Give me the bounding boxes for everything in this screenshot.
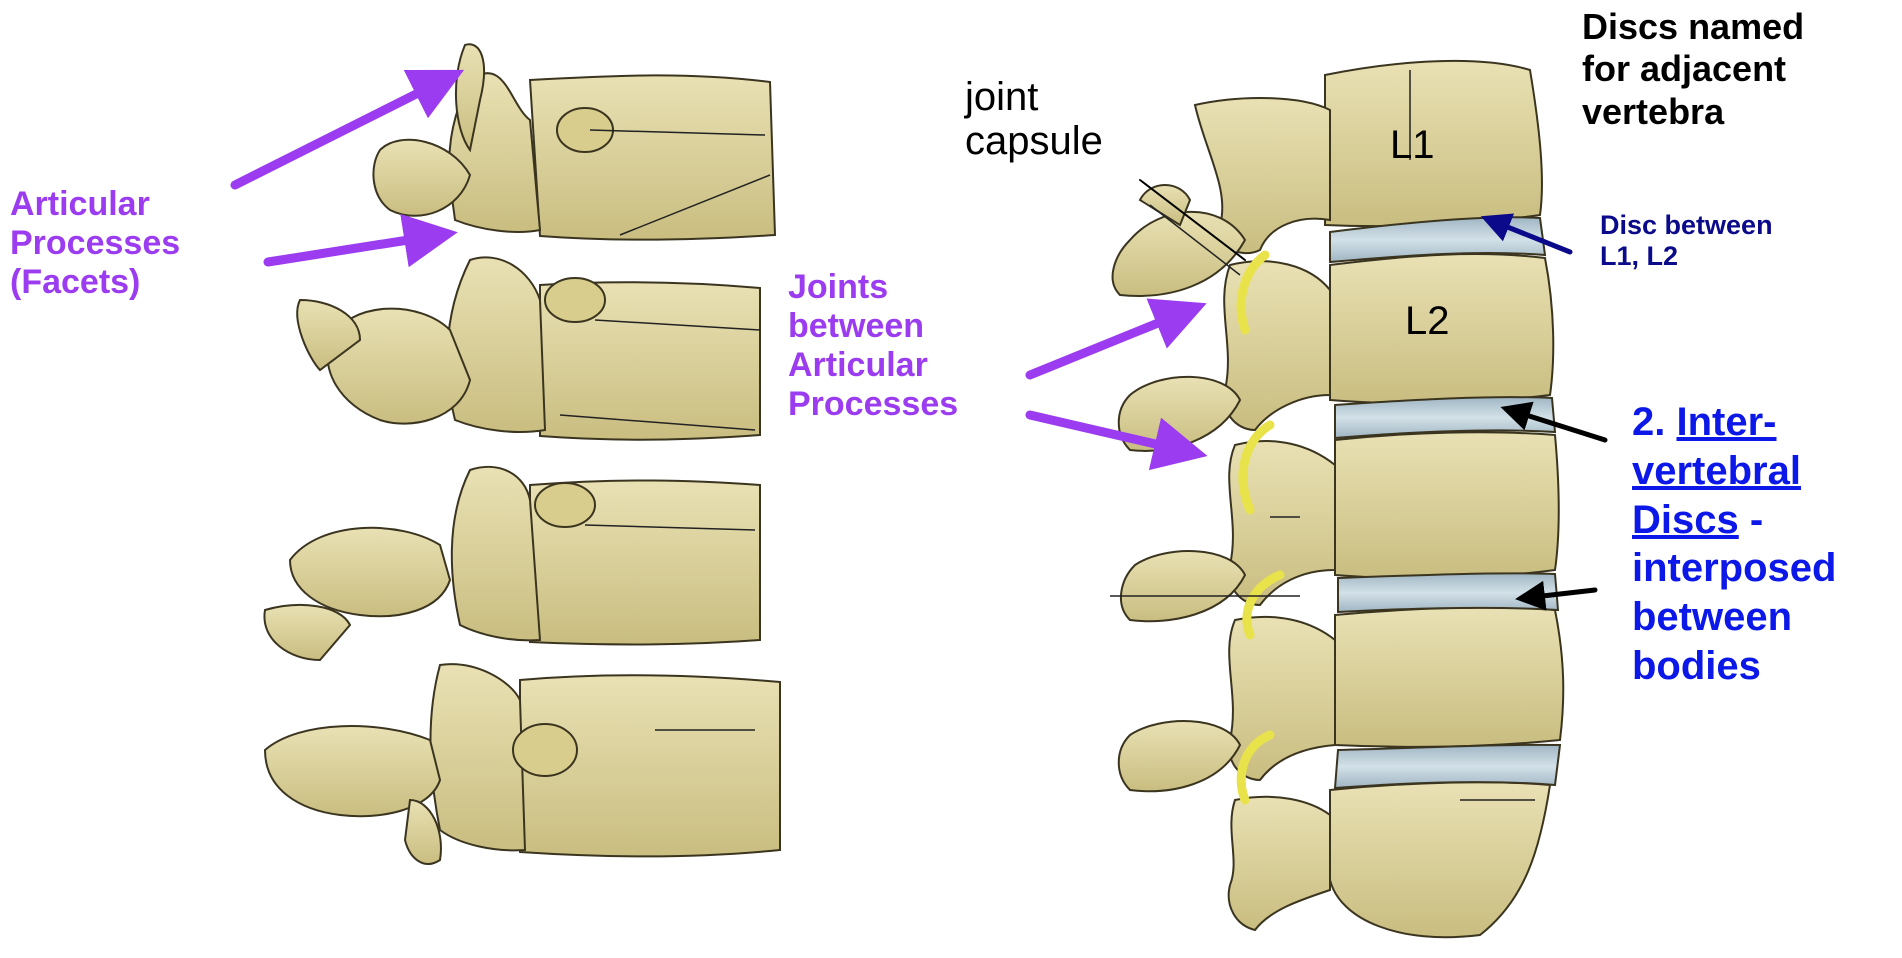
left-vertebrae-illustration xyxy=(264,44,780,864)
label-articular-line-2: Processes xyxy=(10,224,180,263)
label-joint-capsule: joint capsule xyxy=(965,75,1103,163)
vertebral-body-l4 xyxy=(1335,608,1563,747)
disc-l2-l3 xyxy=(1335,397,1555,438)
label-disc-between-line-1: Disc between xyxy=(1600,210,1773,241)
label-iv-number: 2. xyxy=(1632,400,1665,444)
right-vertebrae-illustration xyxy=(1110,61,1563,937)
disc-l3-l4 xyxy=(1338,573,1558,612)
label-intervertebral-discs: 2. Inter- vertebral Discs - interposed b… xyxy=(1632,398,1836,691)
vertebral-body-l3 xyxy=(1335,432,1559,578)
label-iv-line-1: 2. Inter- xyxy=(1632,398,1836,447)
label-capsule-line-1: joint xyxy=(965,75,1103,119)
label-iv-interposed: interposed xyxy=(1632,544,1836,593)
label-joints-line-1: Joints xyxy=(788,268,958,307)
left-vertebra-2 xyxy=(297,257,760,439)
label-discs-named-line-2: for adjacent xyxy=(1582,48,1804,90)
label-discs-named-line-1: Discs named xyxy=(1582,6,1804,48)
label-disc-between-line-2: L1, L2 xyxy=(1600,241,1773,272)
label-articular-line-1: Articular xyxy=(10,185,180,224)
arrow-joint-upper xyxy=(1030,310,1190,375)
label-iv-line-3: Discs - xyxy=(1632,496,1836,545)
label-iv-inter: Inter- xyxy=(1676,400,1776,444)
disc-l4-l5 xyxy=(1335,745,1560,788)
label-articular-line-3: (Facets) xyxy=(10,263,180,302)
label-disc-between: Disc between L1, L2 xyxy=(1600,210,1773,272)
label-discs-named-line-3: vertebra xyxy=(1582,91,1804,133)
arrow-articular-lower xyxy=(268,235,440,262)
label-joints-between: Joints between Articular Processes xyxy=(788,268,958,424)
label-vertebra-l1: L1 xyxy=(1390,122,1435,168)
vertebral-body-l5 xyxy=(1330,782,1550,937)
label-iv-between: between xyxy=(1632,593,1836,642)
left-vertebra-1 xyxy=(373,44,775,239)
label-joints-line-2: between xyxy=(788,307,958,346)
label-joints-line-3: Articular xyxy=(788,346,958,385)
label-capsule-line-2: capsule xyxy=(965,119,1103,163)
label-vertebra-l2: L2 xyxy=(1405,298,1450,344)
label-articular-processes: Articular Processes (Facets) xyxy=(10,185,180,302)
label-iv-discs: Discs xyxy=(1632,498,1739,542)
label-iv-bodies: bodies xyxy=(1632,642,1836,691)
label-discs-named: Discs named for adjacent vertebra xyxy=(1582,6,1804,133)
label-iv-dash: - xyxy=(1750,498,1763,542)
posterior-elements xyxy=(1113,98,1335,930)
label-joints-line-4: Processes xyxy=(788,385,958,424)
left-vertebra-4 xyxy=(265,664,780,864)
left-vertebra-3 xyxy=(264,467,760,660)
label-iv-vertebral: vertebral xyxy=(1632,447,1836,496)
